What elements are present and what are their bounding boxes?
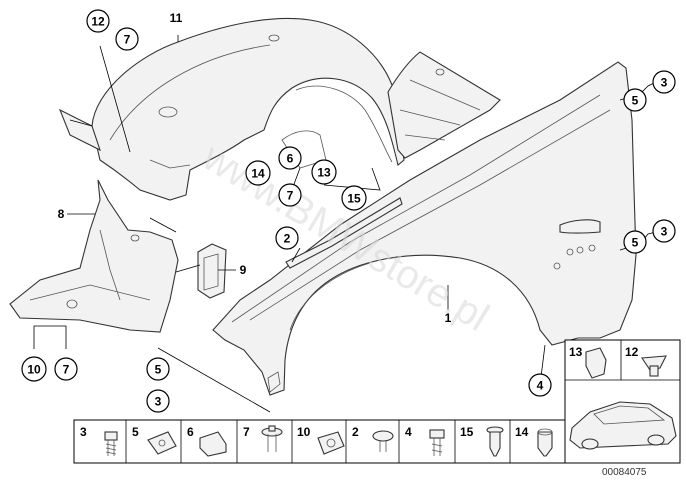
car-thumbnail-icon <box>569 401 677 450</box>
svg-text:10: 10 <box>27 363 41 377</box>
table-label-6: 6 <box>187 425 194 439</box>
callout-2: 2 <box>275 226 299 250</box>
callout-3-upper-right: 3 <box>652 70 676 94</box>
seal-strip <box>285 197 403 269</box>
svg-text:12: 12 <box>91 15 105 29</box>
callout-7-bottom: 7 <box>54 357 78 381</box>
callout-12-top: 12 <box>86 9 110 33</box>
table-label-3: 3 <box>80 425 87 439</box>
front-fender <box>212 61 637 396</box>
callout-4: 4 <box>528 373 552 397</box>
callout-3-left: 3 <box>146 389 170 413</box>
underbody-panel <box>387 51 501 159</box>
svg-text:6: 6 <box>287 152 294 166</box>
svg-text:3: 3 <box>661 76 668 90</box>
clip-13-icon <box>585 347 607 379</box>
callout-5-upper-right: 5 <box>623 88 647 112</box>
svg-text:5: 5 <box>632 94 639 108</box>
table-label-15: 15 <box>460 425 474 439</box>
clip-nut-5-icon <box>147 431 177 455</box>
diagram-number: 00084075 <box>602 467 647 478</box>
svg-text:15: 15 <box>347 192 361 206</box>
callout-1: 1 <box>445 311 452 325</box>
push-clip-12-icon <box>641 355 667 377</box>
expanding-rivet-15-icon <box>486 426 504 457</box>
callout-11: 11 <box>170 11 183 25</box>
callout-5-left: 5 <box>146 357 170 381</box>
svg-text:5: 5 <box>155 363 162 377</box>
bolt-7-icon <box>261 425 283 452</box>
callout-13: 13 <box>311 159 337 185</box>
callout-7-top: 7 <box>115 27 139 51</box>
wheel-arch-liner-upper <box>58 17 405 201</box>
nut-plate-10-icon <box>317 431 345 455</box>
table-label-4: 4 <box>405 425 412 439</box>
wheel-arch-liner-lower <box>9 179 179 333</box>
table-label-7: 7 <box>243 425 250 439</box>
parts-table-labels: 3 5 6 7 10 2 4 15 14 13 12 <box>80 345 639 439</box>
screw-4-icon <box>429 429 445 456</box>
callout-9: 9 <box>240 263 247 277</box>
callout-14: 14 <box>245 160 271 186</box>
bracket <box>197 243 227 299</box>
svg-text:14: 14 <box>251 167 265 181</box>
hardware-icons <box>104 347 677 457</box>
callout-7-mid: 7 <box>278 183 302 207</box>
callout-3-lower-right: 3 <box>652 219 676 243</box>
screw-3-icon <box>104 431 118 456</box>
table-label-14: 14 <box>515 425 529 439</box>
table-label-13: 13 <box>569 345 583 359</box>
callout-10: 10 <box>21 356 47 382</box>
callout-6: 6 <box>278 146 302 170</box>
svg-text:5: 5 <box>632 236 639 250</box>
svg-text:7: 7 <box>287 189 294 203</box>
svg-text:4: 4 <box>537 379 544 393</box>
callout-8: 8 <box>58 207 65 221</box>
svg-text:2: 2 <box>284 232 291 246</box>
table-label-2: 2 <box>352 425 359 439</box>
clip-6-icon <box>199 431 227 457</box>
callout-15: 15 <box>341 185 367 211</box>
svg-text:7: 7 <box>63 363 70 377</box>
svg-text:13: 13 <box>317 166 331 180</box>
svg-text:7: 7 <box>124 33 131 47</box>
svg-text:3: 3 <box>155 395 162 409</box>
svg-text:3: 3 <box>661 225 668 239</box>
table-label-10: 10 <box>297 425 311 439</box>
spreader-nut-14-icon <box>537 428 553 457</box>
callout-5-lower-right: 5 <box>623 230 647 254</box>
table-label-12: 12 <box>625 345 639 359</box>
table-label-5: 5 <box>132 425 139 439</box>
rivet-2-icon <box>372 430 394 452</box>
